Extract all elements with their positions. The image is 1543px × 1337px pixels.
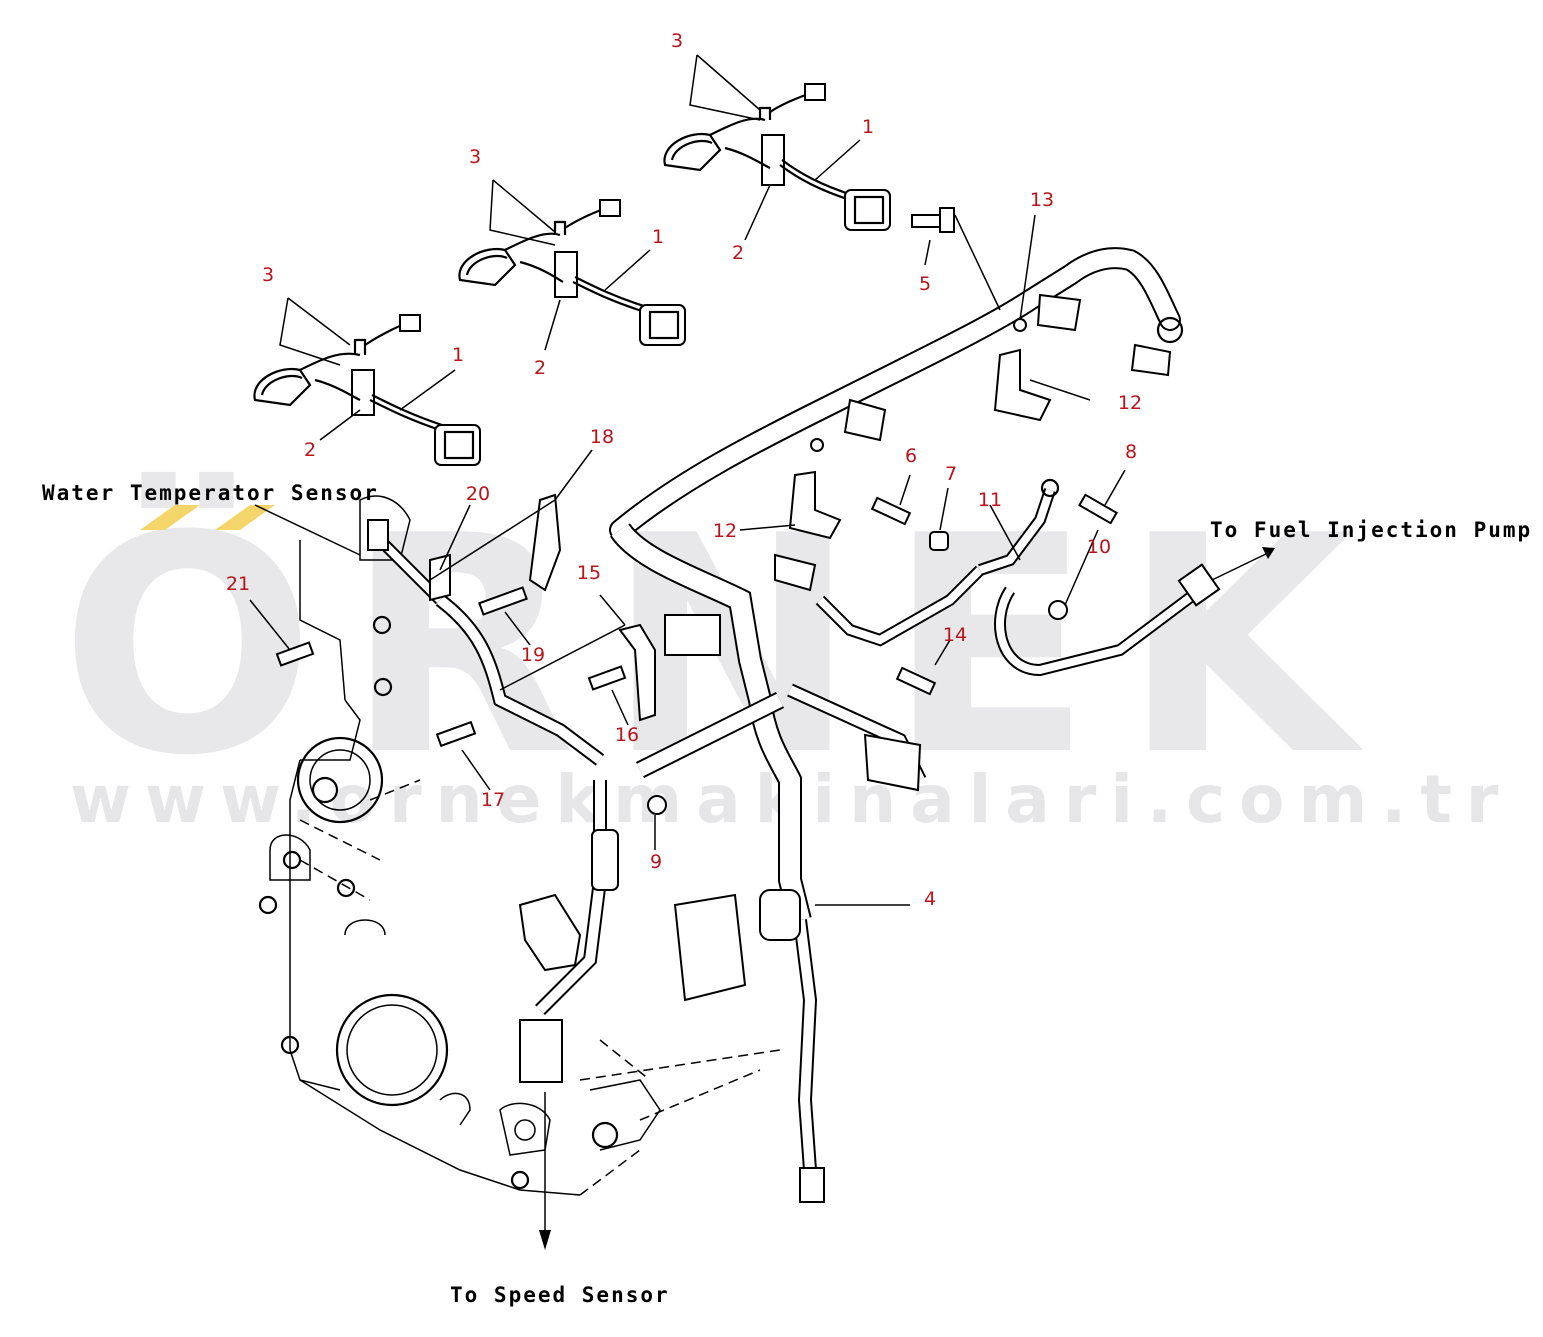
callout-6: 6	[905, 445, 917, 467]
brackets-and-fasteners	[275, 318, 1118, 815]
caption-fuel-injection-pump: To Fuel Injection Pump	[1210, 518, 1532, 542]
leader-lines	[249, 54, 1275, 1250]
callout-1-top: 1	[862, 116, 874, 138]
callout-2-top: 2	[732, 242, 744, 264]
callout-2-left: 2	[304, 439, 316, 461]
callout-7: 7	[945, 463, 957, 485]
callout-1-middle: 1	[652, 226, 664, 248]
injector-harness-middle	[458, 199, 686, 346]
callout-10: 10	[1087, 536, 1111, 558]
callout-18: 18	[590, 426, 614, 448]
callout-3-top: 3	[671, 30, 683, 52]
watermark: ÖRNEK www.ornekmakinalari.com.tr	[60, 469, 1498, 838]
callout-numbers: 3 3 3 1 1 1 2 2 2 5 13 12 12 6 7 8 11 10…	[226, 30, 1142, 910]
bolt-5	[911, 207, 955, 233]
callout-12-left: 12	[713, 520, 737, 542]
callout-3-middle: 3	[469, 146, 481, 168]
callout-9: 9	[650, 851, 662, 873]
callout-15: 15	[577, 562, 601, 584]
callout-3-left: 3	[262, 264, 274, 286]
callout-12-right: 12	[1118, 392, 1142, 414]
callout-11: 11	[978, 489, 1002, 511]
caption-speed-sensor: To Speed Sensor	[450, 1283, 670, 1307]
main-harness	[367, 247, 1221, 1203]
watermark-accent-right	[215, 505, 275, 530]
callout-20: 20	[466, 483, 490, 505]
callout-8: 8	[1125, 441, 1137, 463]
callout-13: 13	[1030, 189, 1054, 211]
callout-1-left: 1	[452, 344, 464, 366]
engine-block	[258, 495, 781, 1196]
callout-14: 14	[943, 624, 967, 646]
caption-water-temp-sensor: Water Temperator Sensor	[42, 481, 379, 505]
callout-19: 19	[521, 644, 545, 666]
callout-5: 5	[919, 273, 931, 295]
watermark-accent-left	[140, 505, 200, 530]
injector-harness-left	[253, 314, 481, 466]
callout-21: 21	[226, 573, 250, 595]
callout-16: 16	[615, 724, 639, 746]
callout-2-middle: 2	[534, 357, 546, 379]
callout-17: 17	[481, 789, 505, 811]
injector-harness-right	[663, 83, 891, 231]
callout-4: 4	[924, 888, 936, 910]
